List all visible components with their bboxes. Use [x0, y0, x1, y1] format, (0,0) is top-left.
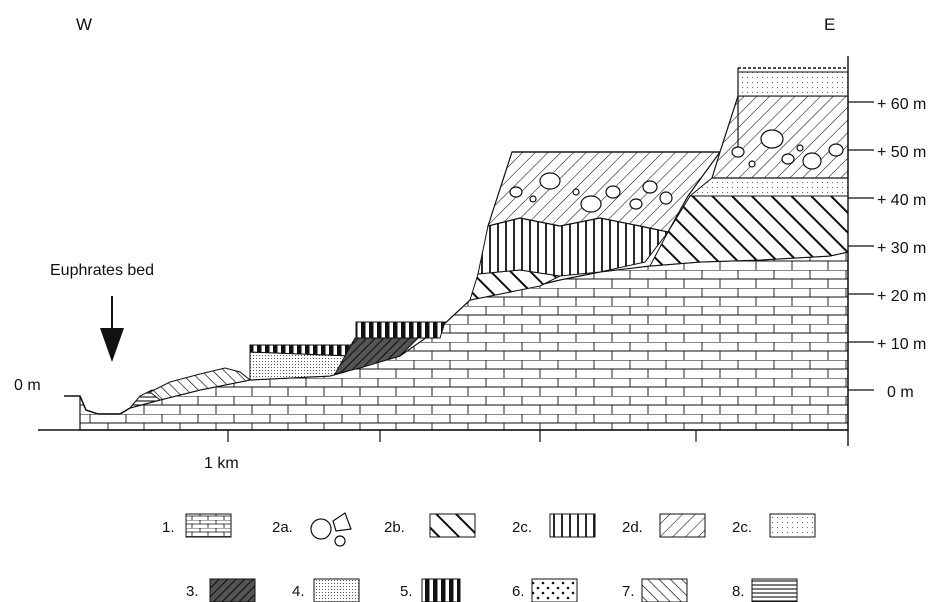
legend-swatch-black-bars — [421, 578, 461, 602]
elevation-axis: + 60 m + 50 m + 40 m + 30 m + 20 m + 10 … — [847, 56, 926, 446]
legend-label: 7. — [622, 583, 635, 600]
boulder — [580, 195, 602, 213]
legend-label: 1. — [162, 519, 175, 536]
left-zero-label: 0 m — [14, 377, 41, 394]
boulder — [629, 198, 643, 210]
legend-swatch-coarse-dots — [531, 578, 578, 602]
legend-label: 2c. — [732, 519, 752, 536]
legend-label: 6. — [512, 583, 525, 600]
river-bed-label: Euphrates bed — [50, 262, 154, 279]
legend-row-2: 3. 4. 5. 6. 7. 8. — [186, 578, 798, 602]
section-body — [38, 67, 849, 431]
legend-swatch-vertical — [549, 513, 596, 538]
legend-swatch-horizontal — [751, 578, 798, 602]
down-arrow-icon — [100, 296, 124, 362]
scale-label: 1 km — [204, 455, 239, 472]
unit-5-middle-cap — [355, 321, 446, 339]
boulder — [642, 180, 658, 194]
unit-1-limestone-bedrock — [79, 251, 849, 431]
boulder — [539, 172, 561, 190]
axis-label-10: + 10 m — [877, 336, 926, 353]
pebble — [529, 195, 537, 203]
boulder — [509, 186, 523, 198]
legend-label: 2a. — [272, 519, 293, 536]
legend-label: 3. — [186, 583, 199, 600]
west-label: W — [76, 15, 92, 34]
legend-swatch-limestone — [185, 513, 232, 538]
legend-swatch-dark-diagonal — [209, 578, 256, 602]
legend-swatch-fine-diagonal — [659, 513, 706, 538]
legend-swatch-dense-dots — [313, 578, 360, 602]
euphrates-channel — [64, 395, 131, 415]
axis-label-20: + 20 m — [877, 288, 926, 305]
legend-swatch-narrow-diagonal — [641, 578, 688, 602]
pebble — [796, 144, 804, 152]
legend-swatch-fine-dots — [769, 513, 816, 538]
legend-label: 2c. — [512, 519, 532, 536]
boulder — [605, 185, 621, 199]
boulder — [731, 146, 745, 158]
axis-label-30: + 30 m — [877, 240, 926, 257]
legend-row-1: 1. 2a. 2b. 2c. 2d. 2c. — [162, 512, 816, 547]
unit-2d-upper-gravel — [487, 151, 722, 233]
boulder — [760, 129, 784, 149]
boulder — [659, 191, 673, 205]
distance-ticks — [227, 430, 697, 442]
axis-label-0: 0 m — [887, 384, 914, 401]
boulder — [781, 153, 795, 165]
axis-label-50: + 50 m — [877, 144, 926, 161]
east-label: E — [824, 15, 835, 34]
pebble — [572, 188, 580, 196]
axis-label-40: + 40 m — [877, 192, 926, 209]
legend-label: 4. — [292, 583, 305, 600]
legend-label: 8. — [732, 583, 745, 600]
axis-label-60: + 60 m — [877, 96, 926, 113]
unit-7-low-terrace — [149, 367, 252, 401]
legend-label: 2d. — [622, 519, 643, 536]
clast-boulders — [509, 129, 844, 213]
boulder — [802, 152, 822, 170]
legend-swatch-wide-diagonal — [429, 513, 476, 538]
legend-label: 5. — [400, 583, 413, 600]
legend-label: 2b. — [384, 519, 405, 536]
unit-2c-upper-sand — [688, 177, 849, 197]
legend-swatch-clasts-icon — [310, 512, 352, 547]
boulder — [828, 143, 844, 157]
pebble — [748, 160, 756, 168]
legend: 1. 2a. 2b. 2c. 2d. 2c. 3. 4. 5. — [162, 512, 816, 602]
unit-2c-top-sand — [737, 71, 849, 97]
